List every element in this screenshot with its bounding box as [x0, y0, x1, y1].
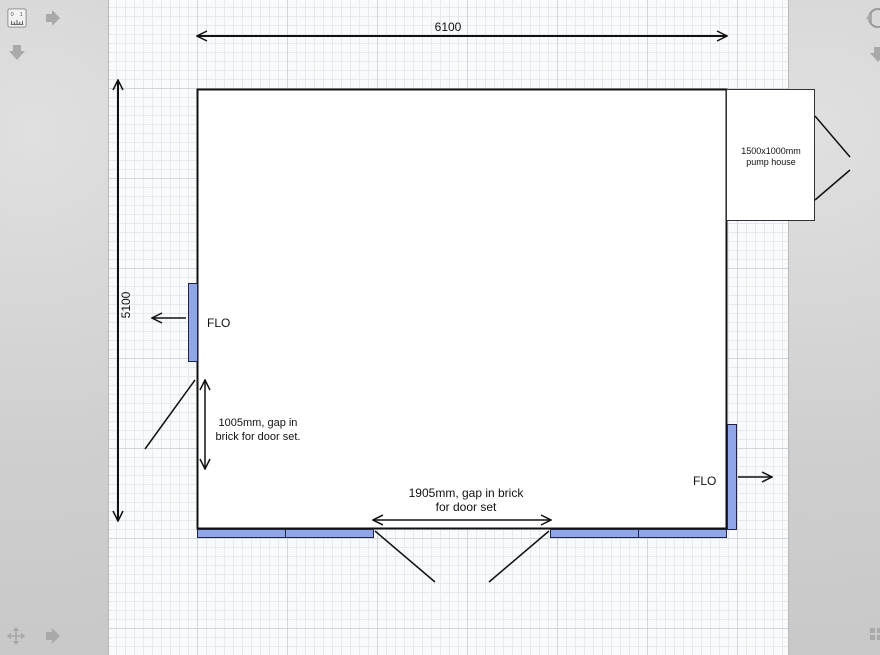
width-dimension-label: 6100 — [435, 20, 462, 34]
arrow-down-icon[interactable] — [7, 42, 27, 62]
side-door-label-line2: brick for door set. — [216, 431, 301, 443]
bottom-window — [550, 529, 639, 538]
left-flo-window — [188, 283, 198, 362]
front-door-label-line2: for door set — [436, 500, 497, 514]
arrow-right-icon[interactable] — [42, 626, 62, 646]
front-door-swing-right — [488, 530, 550, 583]
right-flo-window — [727, 424, 737, 530]
room-outline — [196, 88, 728, 530]
pump-house-door-swing — [814, 115, 851, 158]
svg-text:1: 1 — [20, 12, 23, 18]
rotate-icon[interactable] — [864, 8, 880, 28]
ruler-icon[interactable]: 0 1 — [7, 8, 27, 28]
bottom-window — [638, 529, 727, 538]
pump-house-label-size: 1500x1000mm — [741, 146, 801, 156]
move-icon[interactable] — [6, 626, 26, 646]
pump-house-label-name: pump house — [746, 157, 796, 167]
grid-icon[interactable] — [866, 626, 880, 646]
left-panel-background — [0, 0, 108, 655]
right-flo-label: FLO — [693, 474, 716, 488]
svg-text:0: 0 — [11, 12, 14, 18]
bottom-window — [197, 529, 286, 538]
arrow-right-icon[interactable] — [42, 8, 62, 28]
front-door-label-line1: 1905mm, gap in brick — [409, 486, 525, 500]
left-flo-label: FLO — [207, 316, 230, 330]
height-dimension-label: 5100 — [119, 291, 133, 318]
front-door-swing-left — [374, 530, 436, 583]
side-door-label-line1: 1005mm, gap in — [219, 417, 298, 429]
pump-house — [726, 89, 815, 221]
side-door-swing — [144, 379, 196, 450]
arrow-down-icon[interactable] — [866, 44, 880, 64]
bottom-window — [285, 529, 374, 538]
pump-house-door-swing — [814, 169, 851, 201]
